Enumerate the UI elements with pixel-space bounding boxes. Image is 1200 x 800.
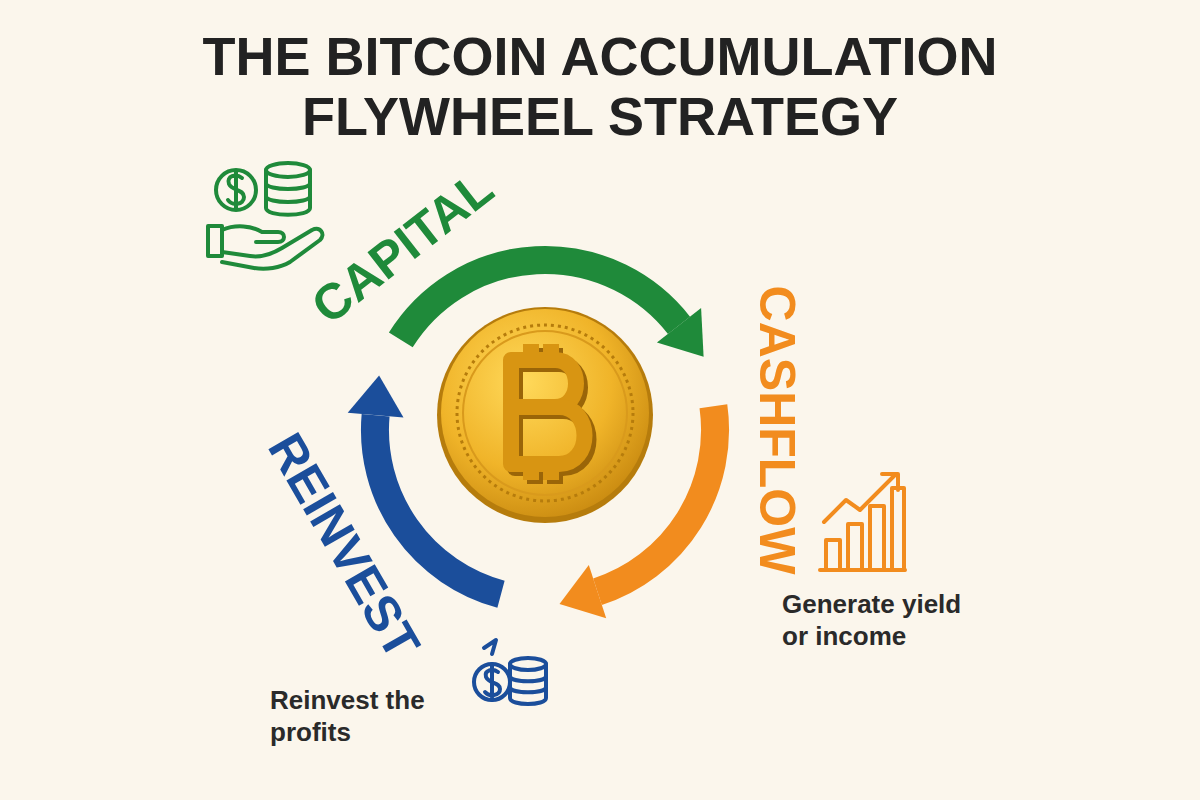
bitcoin-coin [437,307,653,523]
coin-inner-ring [463,331,627,495]
stage-word: CASHFLOW [749,286,805,575]
blue-arrowhead [348,375,404,417]
stage-note: Reinvest the profits [270,684,445,748]
coin-rim [437,307,653,523]
coins-icon [474,640,546,704]
hand-coins-icon [208,163,322,269]
stage-word: REINVEST [257,424,431,669]
bitcoin-symbol [511,344,585,480]
green-arrowhead [657,308,704,357]
coin-face [441,309,649,517]
chart-icon [820,474,905,570]
coin-dotted-ring [457,325,633,501]
stage-note: Generate yield or income [782,588,982,652]
stage-word: CAPITAL [301,159,503,334]
orange-arrowhead [560,565,607,618]
diagram-title: THE BITCOIN ACCUMULATION FLYWHEEL STRATE… [120,26,1080,146]
